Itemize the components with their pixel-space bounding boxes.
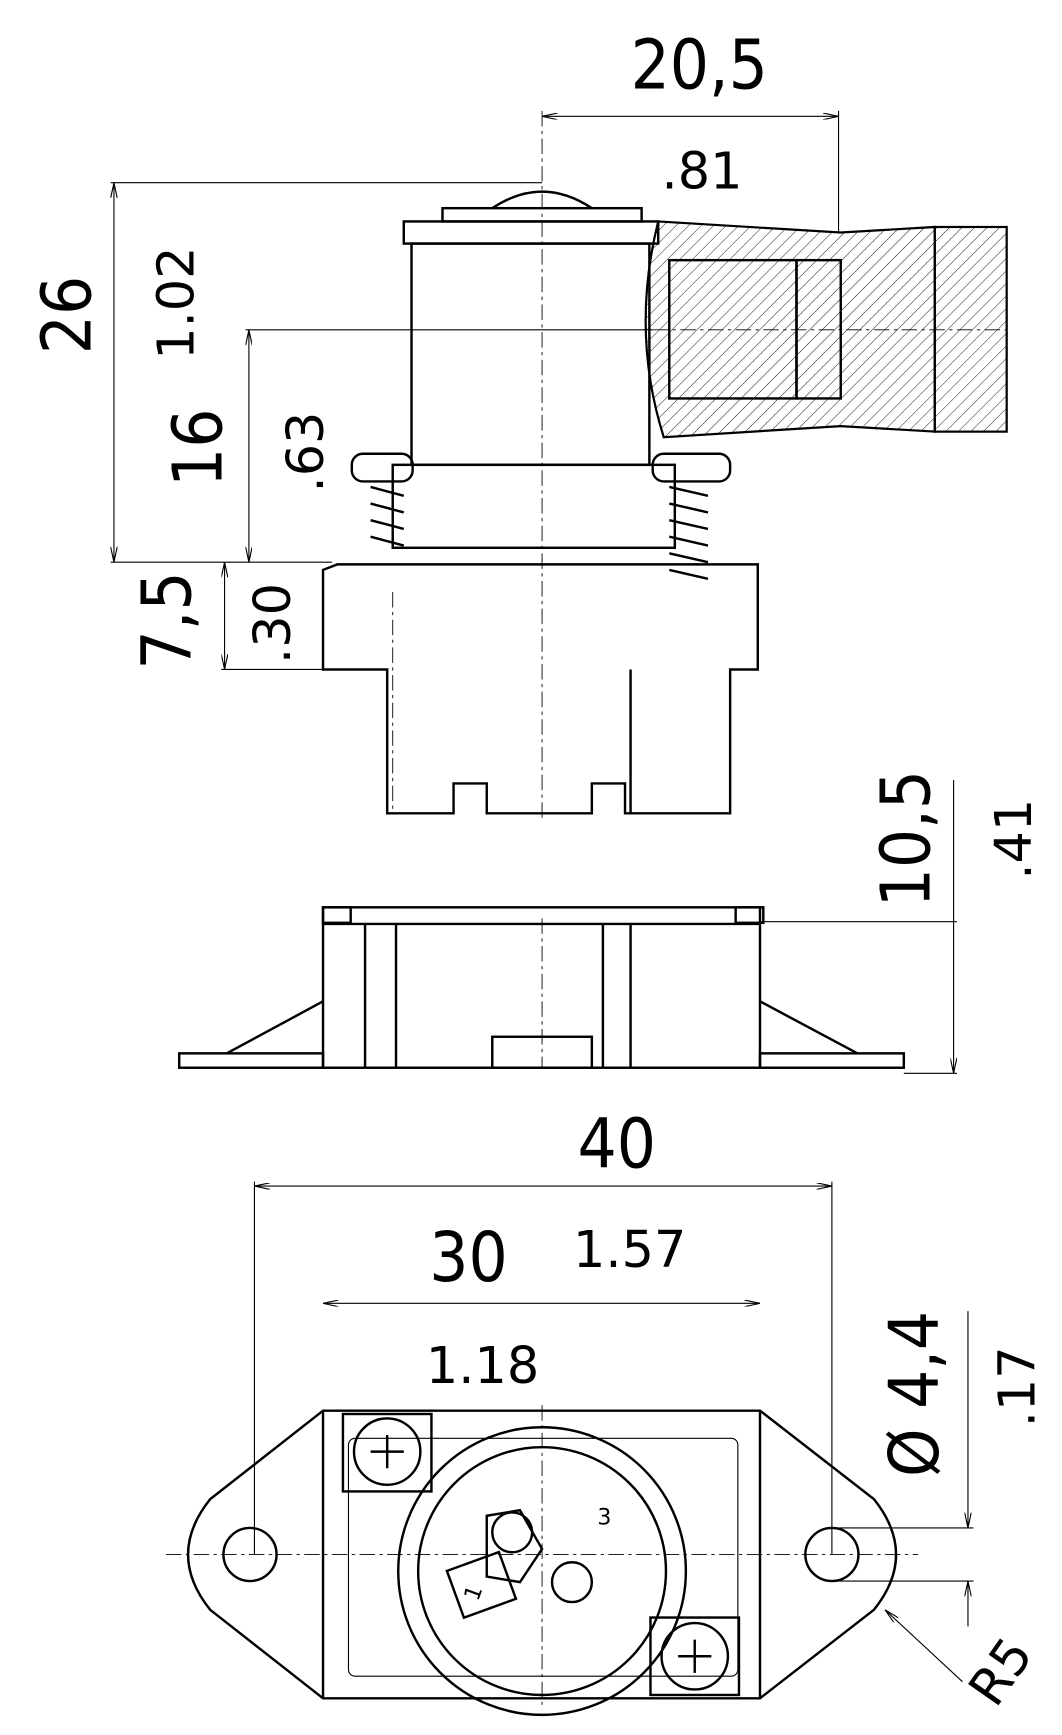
dim-hole-spacing-mm: 30: [429, 1218, 508, 1298]
dim-overall-width-mm: 40: [577, 1104, 656, 1184]
dim-hole-diameter-in: .17: [987, 1346, 1046, 1427]
dim-height-upper-in: .63: [276, 412, 335, 493]
pin-1-label: 1: [459, 1582, 488, 1604]
dim-height-base-mm: 7,5: [127, 571, 207, 669]
dim-height-total-mm: 26: [28, 276, 108, 355]
dim-flange-height-in: .41: [984, 799, 1043, 880]
dim-height-total-in: 1.02: [147, 246, 206, 359]
dim-top-width-in: .81: [662, 141, 743, 200]
dim-top-width-mm: 20,5: [631, 26, 768, 106]
front-view: [177, 906, 906, 1069]
dimension-lines: [111, 110, 974, 1683]
dim-hole-diameter-mm: Ø 4,4: [875, 1311, 955, 1477]
dim-radius: R5: [957, 1627, 1044, 1716]
bottom-view: 1 3: [165, 1405, 919, 1717]
dim-overall-width-in: 1.57: [573, 1220, 686, 1279]
pin-3-label: 3: [597, 1505, 611, 1531]
screw-head-bottom: [649, 1616, 741, 1697]
side-view: [321, 110, 1008, 819]
screw-head-top: [341, 1412, 433, 1493]
dim-flange-height-mm: 10,5: [866, 770, 946, 907]
dim-height-base-in: .30: [243, 583, 302, 664]
dimension-labels: 20,5 .81 26 1.02 16 .63 7,5 .30 10,5 .41…: [28, 26, 1047, 1717]
dim-hole-spacing-in: 1.18: [426, 1336, 539, 1395]
dim-height-upper-mm: 16: [158, 408, 238, 487]
